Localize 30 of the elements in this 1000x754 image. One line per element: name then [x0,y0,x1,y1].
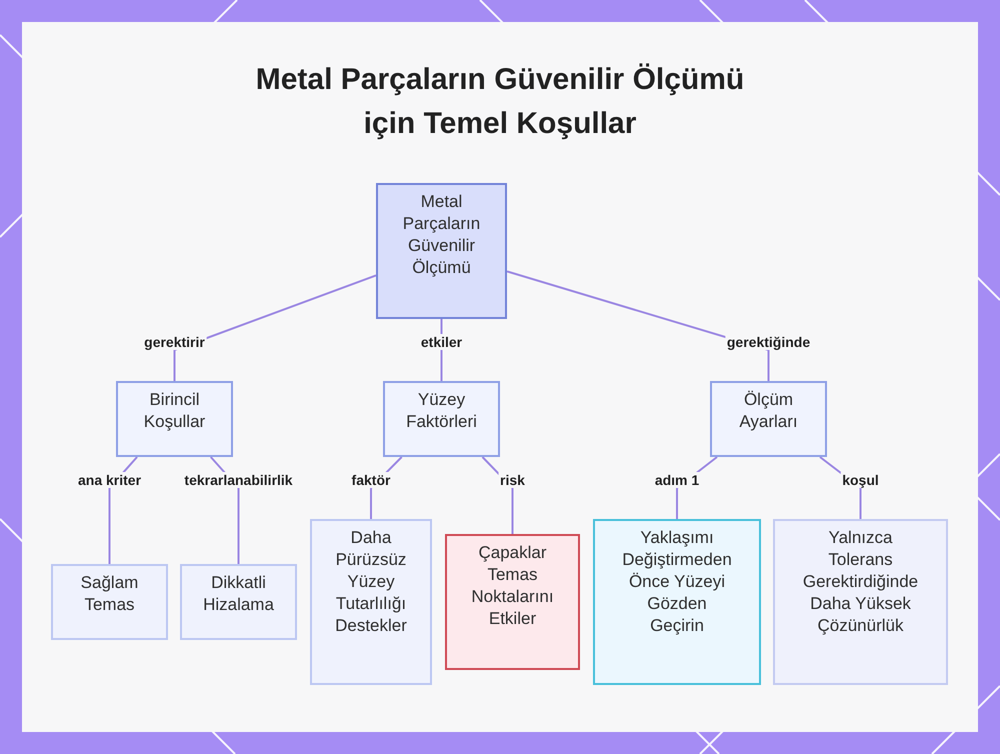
concept-box [376,183,507,319]
edge-label: ana kriter [76,472,144,488]
node-label: Yaklaşımı Değiştirmeden Önce Yüzeyi Gözden Geçirin [621,527,733,637]
concept-box [310,519,432,685]
edge-label: gerektiğinde [724,334,812,350]
diagram-title: Metal Parçaların Güvenilir Ölçümü için Temel Koşullar [254,62,746,142]
concept-box [383,381,500,457]
node-label: Ölçüm Ayarları [738,389,799,433]
edge-label: koşul [840,472,881,488]
edge-label: risk [498,472,527,488]
edge-label: faktör [350,472,392,488]
concept-box [773,519,948,685]
node-label: Çapaklar Temas Noktalarını Etkiler [470,542,555,630]
concept-box [445,534,580,670]
edge-label: etkiler [418,334,464,350]
edge-label: adım 1 [652,472,702,488]
node-label: Daha Pürüzsüz Yüzey Tutarlılığı Destekler [334,527,408,637]
edge-label: tekrarlanabilirlik [182,472,295,488]
node-label: Metal Parçaların Güvenilir Ölçümü [402,191,482,279]
node-label: Sağlam Temas [80,572,140,616]
node-label: Birincil Koşullar [142,389,206,433]
concept-box [116,381,233,457]
concept-box [710,381,827,457]
node-label: Yalnızca Tolerans Gerektirdiğinde Daha Yüksek Çözünürlük [802,527,920,637]
concept-box [593,519,761,685]
concept-box [51,564,168,640]
node-label: Dikkatli Hizalama [202,572,275,616]
edge-label: gerektirir [142,334,207,350]
node-label: Yüzey Faktörleri [405,389,478,433]
concept-box [180,564,297,640]
